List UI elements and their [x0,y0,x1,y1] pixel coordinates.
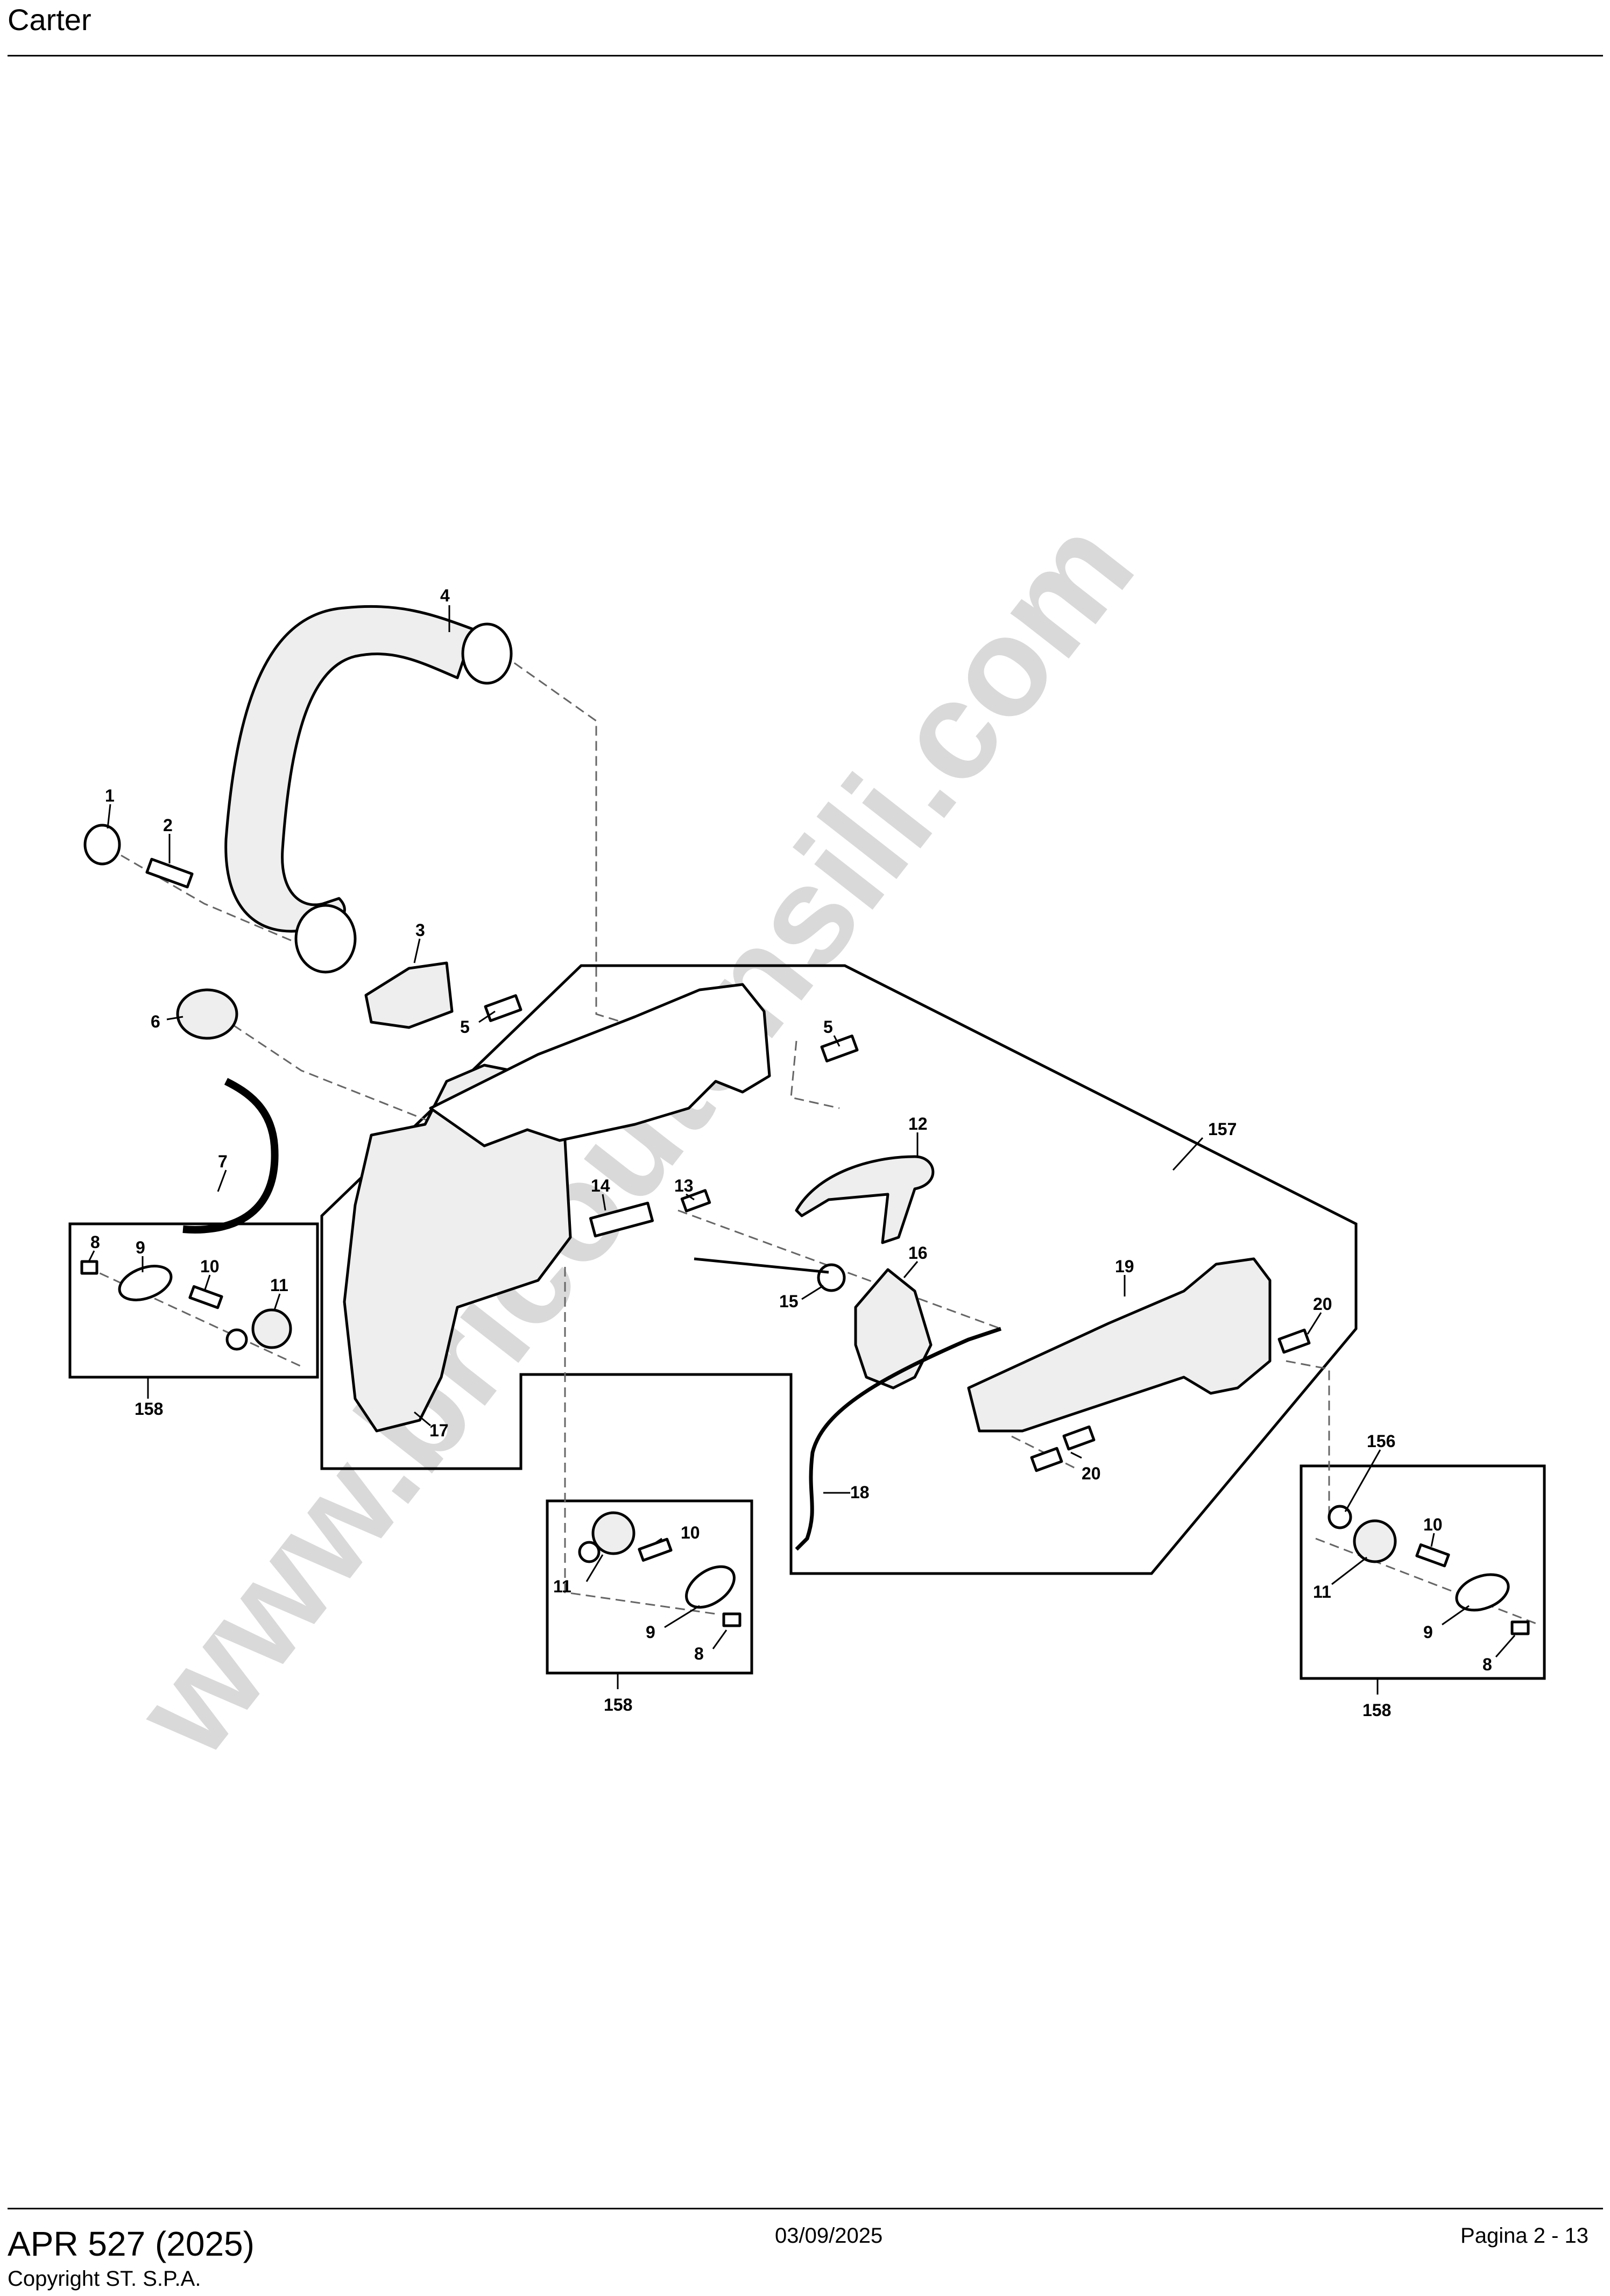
bracket-part [364,961,454,1029]
header-divider [8,55,1603,56]
main-housing-part [343,1064,572,1433]
footer-date: 03/09/2025 [775,2224,883,2248]
callout-3: 3 [415,920,425,940]
subassembly-box-158-right [1300,1464,1546,1680]
callout-9b: 9 [646,1622,655,1642]
callout-8c: 8 [1482,1655,1492,1674]
front-handle-bar-socket [294,904,357,974]
rear-handle-part [967,1257,1272,1433]
screw-part-b [820,1034,859,1062]
callout-1: 1 [105,786,115,805]
front-handle-bar-part [224,605,475,933]
callout-15: 15 [779,1292,799,1311]
front-handle-bar-end [461,622,513,685]
callout-14: 14 [591,1176,610,1195]
callout-4: 4 [440,586,450,605]
screw-part-20c [1030,1447,1063,1472]
box-right-contents [1327,1505,1530,1635]
callout-10b: 10 [681,1523,700,1542]
callout-leader-lines [88,605,1516,1695]
assembly-frame-157 [320,964,1358,1575]
callout-5a: 5 [460,1017,470,1037]
control-rod-part [694,1257,829,1274]
callout-158a: 158 [135,1399,163,1419]
callout-16: 16 [908,1243,928,1263]
footer-copyright: Copyright ST. S.P.A. [8,2267,201,2291]
callout-8b: 8 [694,1644,704,1663]
callout-12: 12 [908,1114,928,1133]
washer-part [83,824,121,866]
callout-158c: 158 [1362,1700,1391,1720]
callout-7: 7 [218,1152,228,1171]
callout-158b: 158 [604,1695,632,1714]
footer-page-number: Pagina 2 - 13 [1460,2224,1588,2248]
callout-9a: 9 [136,1238,145,1257]
subassembly-box-158-center [546,1499,753,1675]
callout-13: 13 [674,1176,694,1195]
box-center-contents [578,1511,742,1627]
page-title: Carter [8,3,91,37]
callout-11c: 11 [1313,1582,1331,1601]
trigger-part [795,1155,935,1244]
callout-11a: 11 [270,1275,288,1295]
screw-part-a [484,994,522,1022]
wire-part [795,1327,1002,1551]
cap-part [176,988,238,1040]
callout-156: 156 [1367,1432,1395,1451]
callout-18: 18 [850,1483,870,1502]
callout-20b: 20 [1082,1464,1101,1483]
callout-157: 157 [1208,1119,1237,1139]
pin-part [589,1201,654,1238]
callout-19: 19 [1115,1257,1134,1276]
callout-2: 2 [163,816,173,835]
callout-10c: 10 [1423,1515,1443,1534]
small-screw-part [680,1189,711,1213]
callout-10a: 10 [200,1257,220,1276]
screw-part-20a [1277,1328,1311,1354]
callout-11b: 11 [553,1577,571,1596]
footer-divider [8,2208,1603,2209]
stud-part [145,858,194,889]
box-left-contents [80,1260,292,1351]
callout-17: 17 [429,1421,449,1440]
callout-5b: 5 [823,1017,833,1037]
top-handle-frame-part [429,983,771,1147]
footer-model: APR 527 (2025) [8,2224,255,2263]
callout-6: 6 [151,1012,160,1031]
screw-part-20b [1062,1425,1096,1451]
subassembly-box-158-left [68,1222,319,1379]
lever-part [854,1268,933,1390]
callout-20a: 20 [1313,1294,1332,1314]
hose-part [182,1078,279,1234]
callout-8a: 8 [90,1232,100,1252]
callout-9c: 9 [1423,1622,1433,1642]
